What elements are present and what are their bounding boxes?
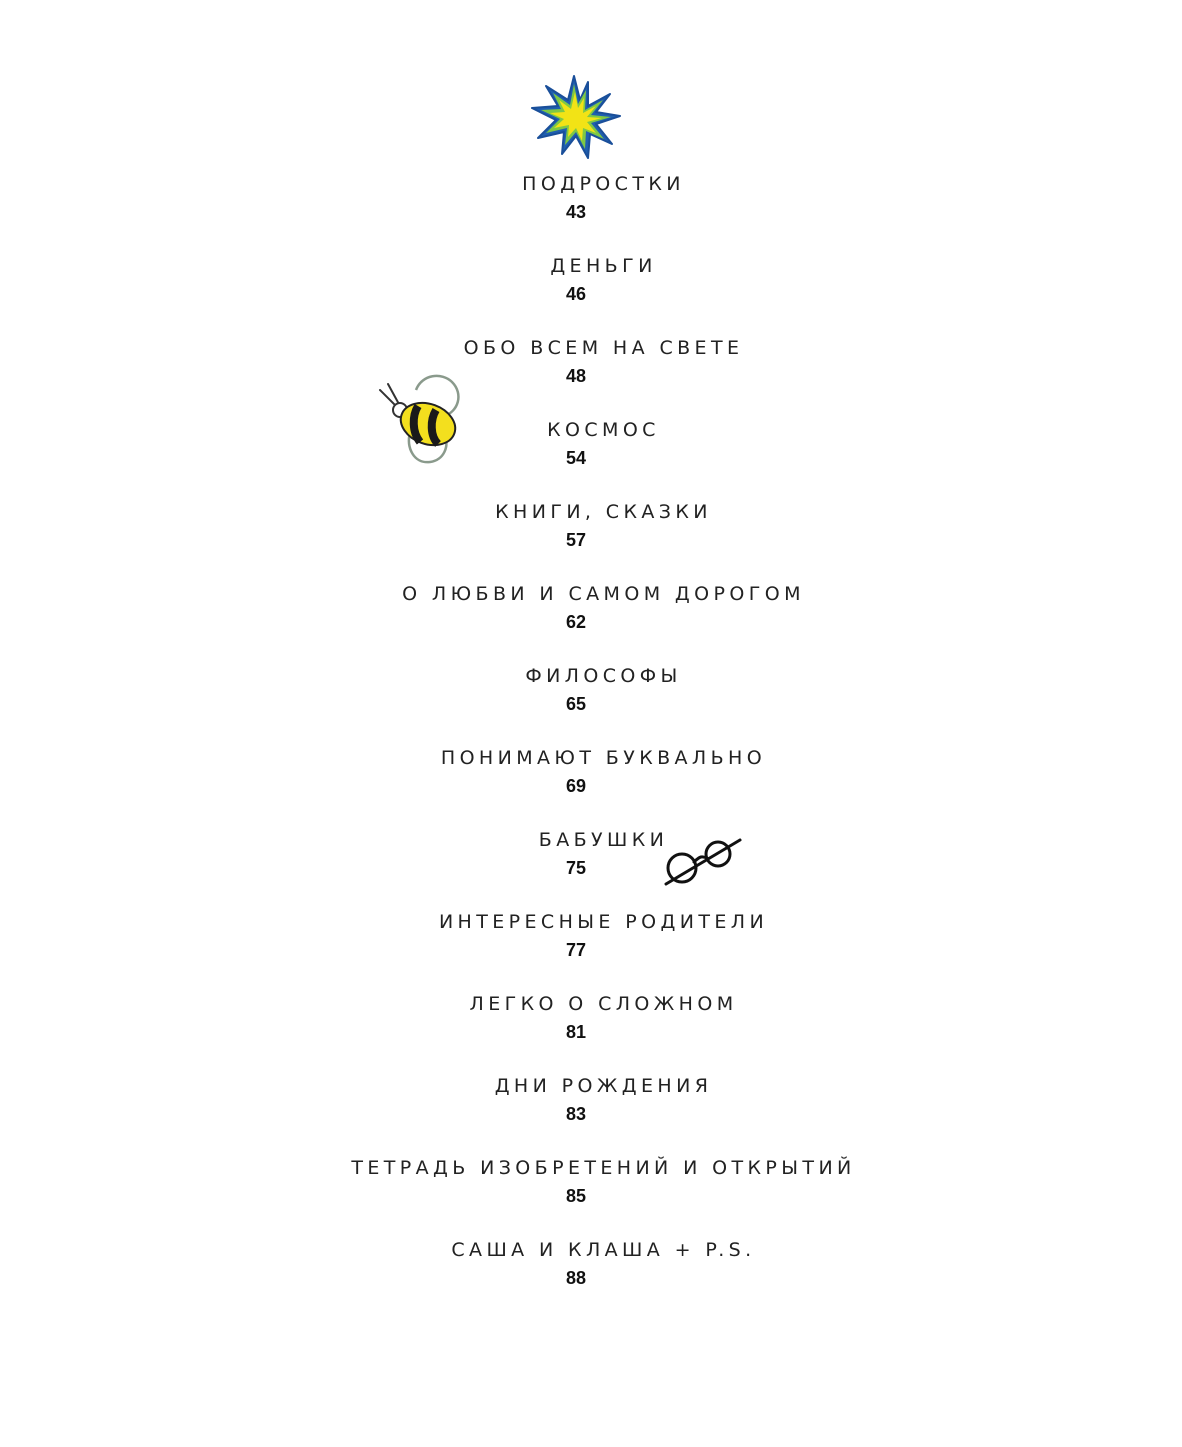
toc-entry[interactable]: ДЕНЬГИ 46 [0, 254, 1182, 324]
toc-entry-title: САША И КЛАША + P.S. [451, 1239, 756, 1261]
toc-entry-page-number: 69 [565, 776, 587, 796]
toc-entry-page-number: 46 [565, 284, 587, 304]
toc-entry-title: ДЕНЬГИ [550, 255, 657, 277]
toc-entry-page-number: 77 [565, 940, 587, 960]
toc-entry-title: ОБО ВСЕМ НА СВЕТЕ [463, 337, 744, 359]
toc-entry[interactable]: ИНТЕРЕСНЫЕ РОДИТЕЛИ 77 [0, 910, 1182, 980]
toc-entry-title: ДНИ РОЖДЕНИЯ [494, 1075, 713, 1097]
toc-entry-page-number: 85 [565, 1186, 587, 1206]
toc-entry-page-number: 54 [565, 448, 587, 468]
toc-entry-title: ПОДРОСТКИ [522, 173, 685, 195]
toc-entry-title: ЛЕГКО О СЛОЖНОМ [469, 993, 738, 1015]
toc-entry-page-number: 88 [565, 1268, 587, 1288]
star-doodle-icon [528, 72, 624, 162]
toc-entry[interactable]: ПОНИМАЮТ БУКВАЛЬНО 69 [0, 746, 1182, 816]
toc-entry-page-number: 81 [565, 1022, 587, 1042]
toc-entry-title: КНИГИ, СКАЗКИ [495, 501, 712, 523]
toc-entry[interactable]: ТЕТРАДЬ ИЗОБРЕТЕНИЙ И ОТКРЫТИЙ 85 [0, 1156, 1182, 1226]
toc-entry[interactable]: ЛЕГКО О СЛОЖНОМ 81 [0, 992, 1182, 1062]
toc-entry-page-number: 43 [565, 202, 587, 222]
toc-entry-page-number: 65 [565, 694, 587, 714]
toc-entry[interactable]: ФИЛОСОФЫ 65 [0, 664, 1182, 734]
toc-entry[interactable]: КОСМОС 54 [0, 418, 1182, 488]
toc-entry-page-number: 83 [565, 1104, 587, 1124]
toc-entry[interactable]: БАБУШКИ 75 [0, 828, 1182, 898]
toc-entry-title: ФИЛОСОФЫ [525, 665, 682, 687]
toc-entry-title: ТЕТРАДЬ ИЗОБРЕТЕНИЙ И ОТКРЫТИЙ [351, 1157, 856, 1179]
toc-entry[interactable]: ОБО ВСЕМ НА СВЕТЕ 48 [0, 336, 1182, 406]
toc-entry-page-number: 57 [565, 530, 587, 550]
toc-entry[interactable]: ПОДРОСТКИ 43 [0, 172, 1182, 242]
toc-entry-title: О ЛЮБВИ И САМОМ ДОРОГОМ [402, 583, 805, 605]
glasses-doodle-icon [660, 830, 742, 892]
toc-entry-title: ПОНИМАЮТ БУКВАЛЬНО [440, 747, 767, 769]
toc-entry-title: БАБУШКИ [538, 829, 669, 851]
toc-entry-page-number: 48 [565, 366, 587, 386]
toc-entry-title: ИНТЕРЕСНЫЕ РОДИТЕЛИ [438, 911, 769, 933]
toc-entry[interactable]: ДНИ РОЖДЕНИЯ 83 [0, 1074, 1182, 1144]
toc-entry-title: КОСМОС [547, 419, 660, 441]
toc-entry-page-number: 75 [565, 858, 587, 878]
toc-entry[interactable]: КНИГИ, СКАЗКИ 57 [0, 500, 1182, 570]
toc-entry[interactable]: О ЛЮБВИ И САМОМ ДОРОГОМ 62 [0, 582, 1182, 652]
toc-entry[interactable]: САША И КЛАША + P.S. 88 [0, 1238, 1182, 1308]
toc-entry-page-number: 62 [565, 612, 587, 632]
bee-doodle-icon [370, 372, 470, 470]
